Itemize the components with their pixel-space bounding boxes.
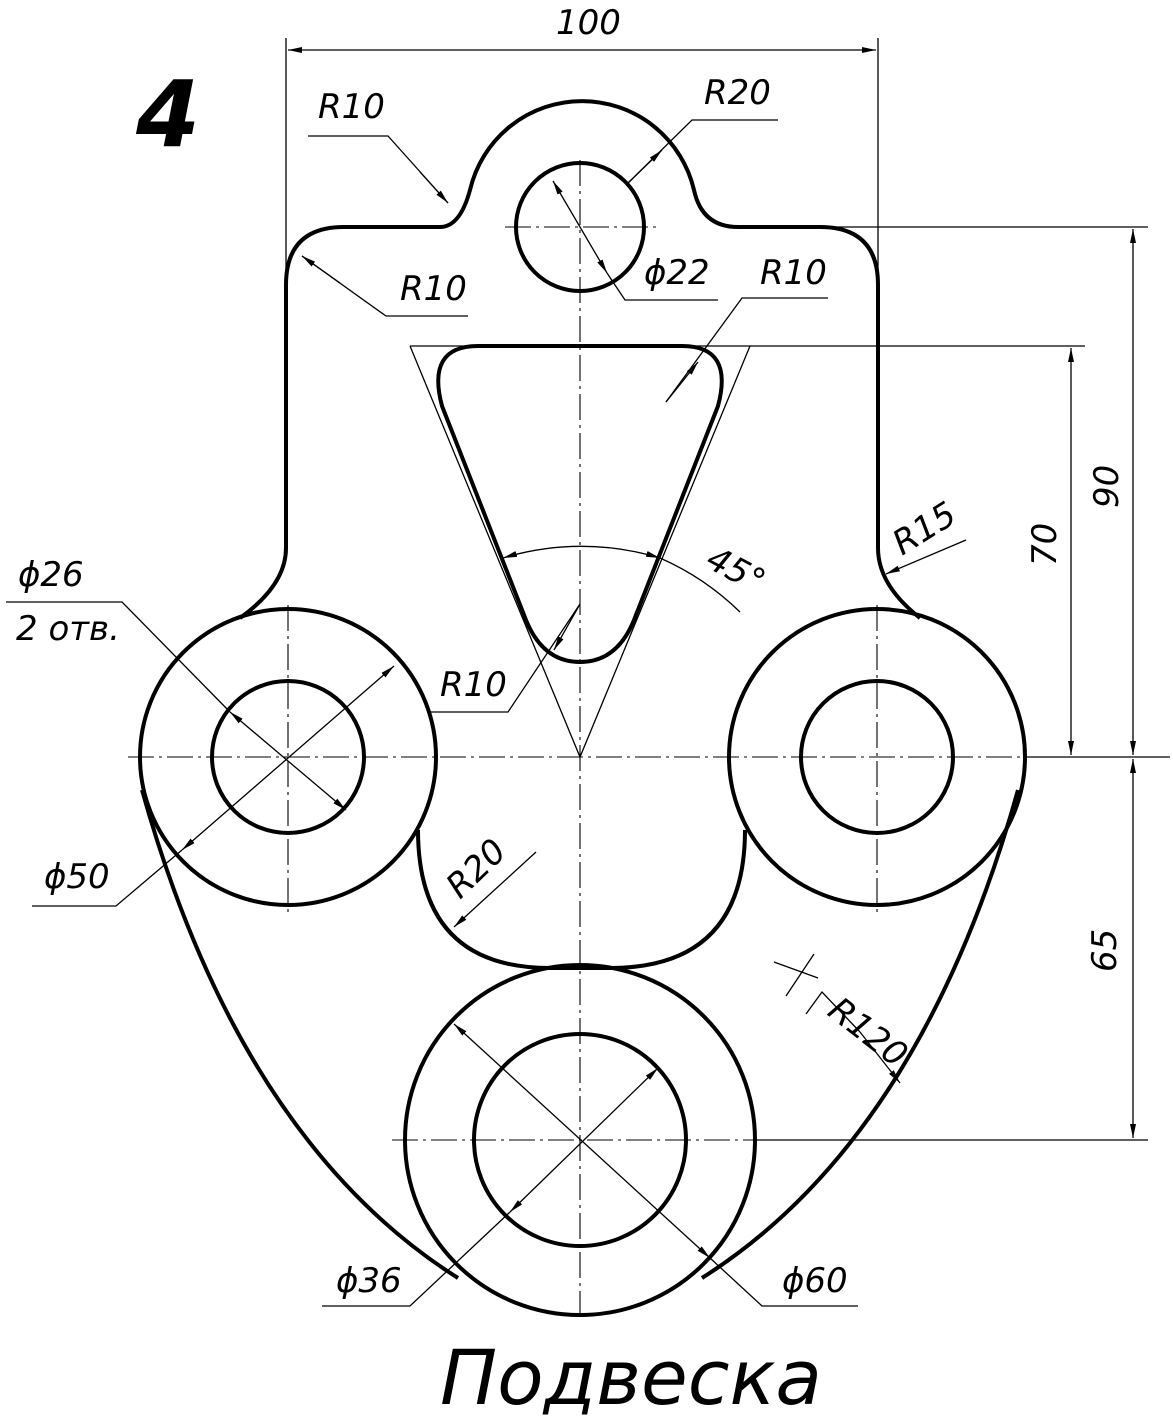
part-outline [140, 99, 1020, 1280]
dim-r20-bottom: R20 [438, 831, 514, 906]
dim-d36: ϕ36 [336, 1261, 402, 1301]
drawing-title: Подвеска [440, 1333, 822, 1422]
dim-h65: 65 [1085, 929, 1125, 972]
bottom-boss [403, 963, 757, 1317]
dim-r10-slot: R10 [760, 253, 827, 293]
dim-h90: 90 [1087, 465, 1127, 508]
dim-holes-2: 2 отв. [16, 609, 120, 649]
extension-lines [285, 38, 1170, 1141]
dim-h70: 70 [1025, 523, 1065, 566]
sheet-number: 4 [135, 61, 200, 168]
triangular-slot [409, 344, 751, 759]
dim-r10-slot-bottom: R10 [440, 665, 507, 705]
dim-r10-shoulder: R10 [400, 269, 467, 309]
dim-angle-45: 45° [700, 539, 772, 603]
dim-d22: ϕ22 [644, 253, 710, 293]
dim-r10-top-left: R10 [318, 87, 385, 127]
dim-r20-top: R20 [704, 73, 771, 113]
labels: 4 100 R20 R10 R10 ϕ22 R10 R15 45° 70 90 … [16, 3, 1127, 1422]
top-hole [514, 161, 646, 293]
left-boss [138, 607, 438, 907]
dim-d26: ϕ26 [18, 555, 84, 595]
dim-d50: ϕ50 [44, 857, 110, 897]
right-hole [799, 679, 955, 835]
lower-slot [416, 829, 747, 970]
dim-r15: R15 [886, 494, 964, 563]
dim-r120: R120 [820, 990, 914, 1076]
dim-d60: ϕ60 [782, 1261, 848, 1301]
dimension-lines [6, 47, 1136, 1307]
dim-width-100: 100 [556, 3, 621, 43]
